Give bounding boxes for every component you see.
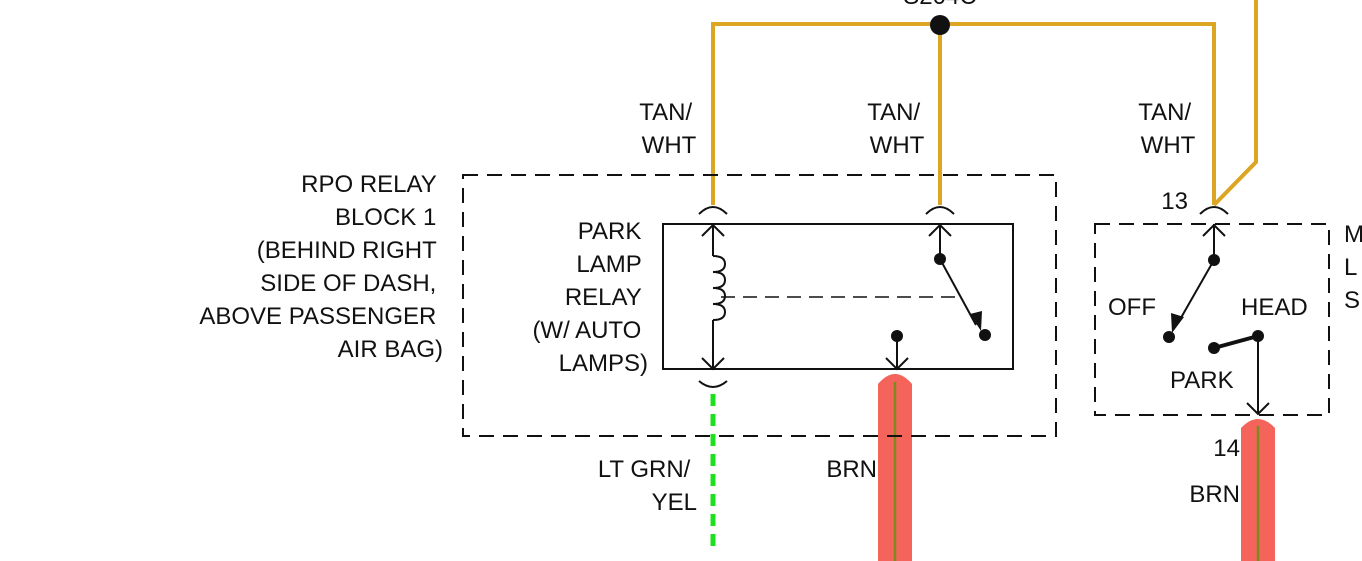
wire-label-tan-wht-left: TAN/ WHT bbox=[639, 99, 699, 159]
relay-block-outline bbox=[462, 174, 1057, 437]
headlamp-switch-contacts bbox=[1163, 223, 1270, 416]
switch-pin-14: 14 bbox=[1213, 435, 1240, 462]
wire-label-tan-wht-mid: TAN/ WHT bbox=[867, 99, 927, 159]
connector-terminal bbox=[698, 206, 728, 215]
connector-terminal bbox=[1199, 206, 1229, 215]
brn-highlight-relay bbox=[878, 374, 912, 561]
splice-label: S204C bbox=[903, 0, 976, 10]
headlamp-switch-outline bbox=[1094, 223, 1330, 416]
splice-dot bbox=[930, 15, 950, 35]
wire-label-brn-relay: BRN bbox=[826, 456, 877, 483]
park-lamp-relay-box bbox=[662, 223, 1014, 370]
switch-pin-13: 13 bbox=[1161, 188, 1188, 215]
wire-label-brn-switch: BRN bbox=[1189, 481, 1240, 508]
relay-coil bbox=[701, 223, 727, 371]
headlamp-switch-label: M L S bbox=[1344, 221, 1362, 314]
wire-label-lt-grn-yel: LT GRN/ YEL bbox=[598, 456, 697, 516]
wire-label-tan-wht-right: TAN/ WHT bbox=[1138, 99, 1198, 159]
connector-terminal bbox=[698, 380, 728, 388]
relay-block-label: RPO RELAY BLOCK 1 (BEHIND RIGHT SIDE OF … bbox=[199, 171, 443, 363]
relay-switch bbox=[885, 223, 991, 371]
tan-wht-wire-left bbox=[711, 22, 1216, 205]
tan-wht-wire-right bbox=[1212, 0, 1258, 207]
park-lamp-relay-label: PARK LAMP RELAY (W/ AUTO LAMPS) bbox=[532, 218, 648, 377]
switch-position-head: HEAD bbox=[1241, 294, 1308, 321]
brn-highlight-switch bbox=[1241, 419, 1275, 561]
switch-position-park: PARK bbox=[1170, 367, 1234, 394]
switch-position-off: OFF bbox=[1108, 294, 1156, 321]
connector-terminal bbox=[925, 206, 955, 215]
